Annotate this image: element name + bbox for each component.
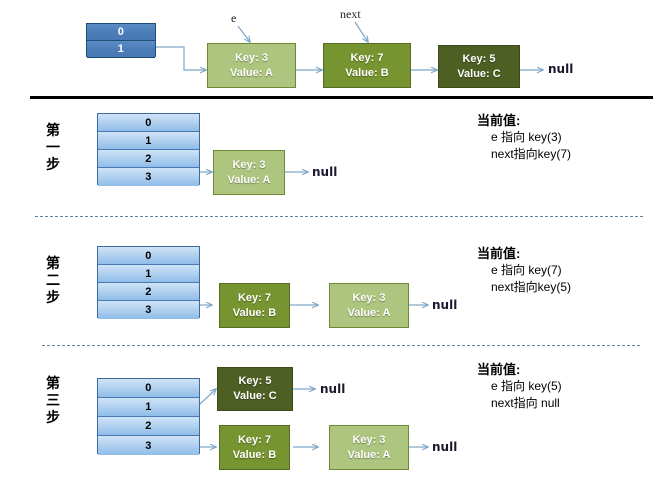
step-label-char: 第 [46, 375, 60, 391]
node-key-label: Key: 5 [238, 375, 272, 387]
step2-node-key3[interactable]: Key: 3 Value: A [329, 283, 409, 328]
step1-info: 当前值: e 指向 key(3) next指向key(7) [477, 112, 571, 163]
info-heading: 当前值: [477, 246, 521, 261]
step-label-char: 步 [46, 289, 60, 305]
node-key-label: Key: 7 [350, 51, 384, 64]
next-pointer-label: next [340, 7, 361, 21]
top-index-table: 0 1 [86, 23, 156, 58]
e-pointer-label: e [231, 11, 237, 25]
step3-info: 当前值: e 指向 key(5) next指向 null [477, 361, 562, 412]
index-cell[interactable]: 3 [98, 168, 199, 186]
step-label-char: 第 [46, 122, 60, 138]
node-value-label: Value: A [347, 306, 391, 319]
step2-null-terminator: null [432, 298, 458, 312]
step-label-2: 第 二 步 [44, 255, 62, 306]
node-key7[interactable]: Key: 7 Value: B [323, 43, 411, 88]
step1-index-table: 0 1 2 3 [97, 113, 200, 186]
info-line: e 指向 key(3) [491, 130, 562, 144]
node-value-label: Value: B [345, 66, 389, 79]
info-line: e 指向 key(5) [491, 379, 562, 393]
step1-node-key3[interactable]: Key: 3 Value: A [213, 150, 285, 195]
section-divider-solid [30, 96, 653, 99]
info-line: next指向key(5) [491, 280, 572, 294]
node-value-label: Value: B [232, 306, 277, 319]
index-cell[interactable]: 1 [98, 398, 199, 417]
index-cell[interactable]: 3 [98, 436, 199, 455]
step-label-char: 二 [46, 272, 60, 288]
node-value-label: Value: C [457, 67, 501, 80]
index-cell[interactable]: 1 [98, 265, 199, 283]
step2-index-table: 0 1 2 3 [97, 246, 200, 319]
step2-info: 当前值: e 指向 key(7) next指向key(5) [477, 245, 571, 296]
node-key-label: Key: 3 [352, 291, 386, 304]
step3-node-key7[interactable]: Key: 7 Value: B [219, 425, 290, 470]
index-cell[interactable]: 0 [87, 24, 155, 41]
step-label-3: 第 三 步 [44, 375, 62, 426]
step3-null-terminator-a: null [320, 382, 346, 396]
step3-node-key5[interactable]: Key: 5 Value: C [217, 367, 293, 411]
step-label-char: 三 [46, 392, 60, 408]
index-cell[interactable]: 2 [98, 150, 199, 168]
info-line: next指向 null [491, 396, 560, 410]
index-cell[interactable]: 0 [98, 114, 199, 132]
node-key-label: Key: 3 [352, 433, 386, 446]
step-label-char: 一 [46, 139, 60, 155]
node-value-label: Value: C [233, 390, 277, 402]
info-line: next指向key(7) [491, 147, 572, 161]
step-label-char: 步 [46, 156, 60, 172]
node-value-label: Value: A [227, 173, 271, 186]
section-divider-dashed [42, 345, 640, 346]
step-label-char: 步 [46, 409, 60, 425]
section-divider-dashed [35, 216, 643, 217]
step3-node-key3[interactable]: Key: 3 Value: A [329, 425, 409, 470]
info-heading: 当前值: [477, 362, 521, 377]
step-label-char: 第 [46, 255, 60, 271]
node-value-label: Value: A [347, 448, 391, 461]
index-cell[interactable]: 0 [98, 247, 199, 265]
step3-index-table: 0 1 2 3 [97, 378, 200, 455]
index-cell[interactable]: 1 [87, 41, 155, 58]
step-label-1: 第 一 步 [44, 122, 62, 173]
step2-node-key7[interactable]: Key: 7 Value: B [219, 283, 290, 328]
index-cell[interactable]: 0 [98, 379, 199, 398]
step1-null-terminator: null [312, 165, 338, 179]
node-key-label: Key: 3 [234, 51, 269, 64]
node-key5[interactable]: Key: 5 Value: C [438, 45, 520, 88]
index-cell[interactable]: 1 [98, 132, 199, 150]
node-key-label: Key: 7 [237, 291, 272, 304]
node-value-label: Value: B [232, 448, 277, 461]
index-cell[interactable]: 3 [98, 301, 199, 319]
node-value-label: Value: A [230, 66, 273, 79]
index-cell[interactable]: 2 [98, 283, 199, 301]
node-key-label: Key: 3 [232, 158, 266, 171]
node-key-label: Key: 7 [237, 433, 272, 446]
step3-null-terminator-b: null [432, 440, 458, 454]
node-key-label: Key: 5 [462, 52, 496, 65]
info-line: e 指向 key(7) [491, 263, 562, 277]
index-cell[interactable]: 2 [98, 417, 199, 436]
info-heading: 当前值: [477, 113, 521, 128]
null-terminator: null [548, 62, 574, 76]
node-key3[interactable]: Key: 3 Value: A [207, 43, 296, 88]
